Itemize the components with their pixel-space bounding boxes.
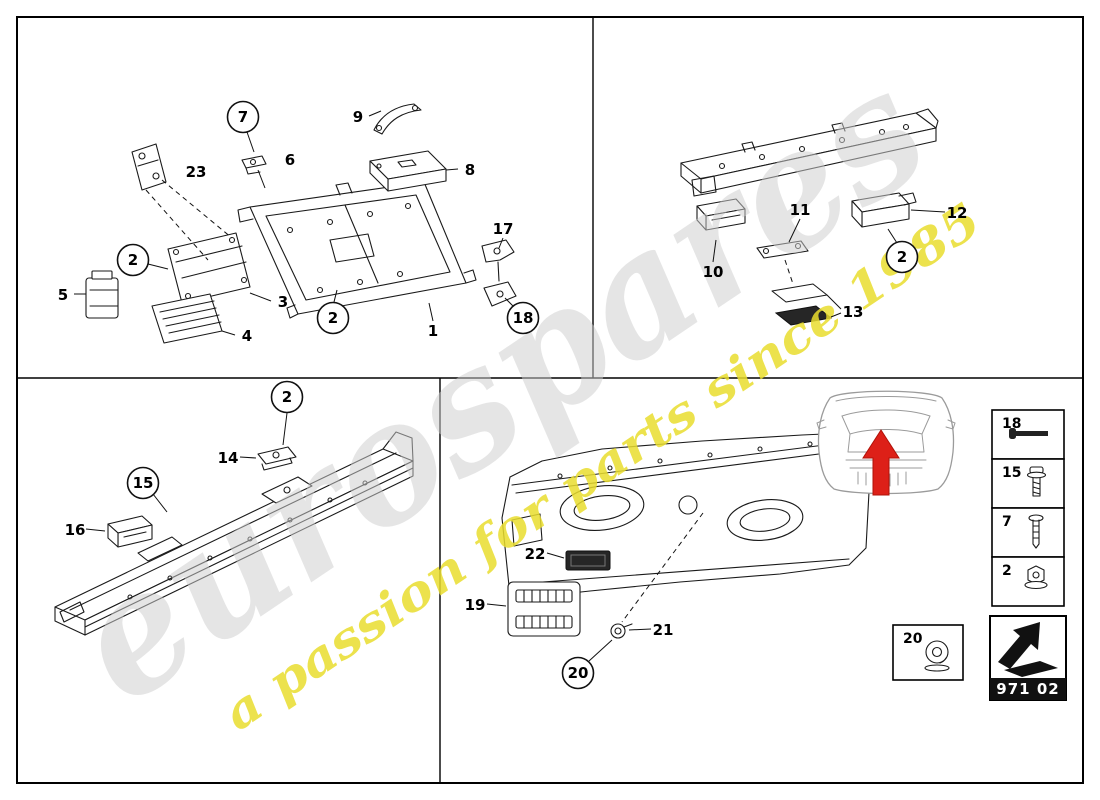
callout-9: 9 bbox=[353, 108, 363, 126]
callout-5: 5 bbox=[58, 286, 68, 304]
callout-19: 19 bbox=[465, 596, 486, 614]
svg-text:5: 5 bbox=[58, 286, 68, 304]
svg-text:4: 4 bbox=[242, 327, 252, 345]
legend-box-2 bbox=[991, 556, 1065, 607]
pin-icon bbox=[1028, 514, 1044, 549]
hardware-box-label: 20 bbox=[903, 631, 923, 647]
diagram-border bbox=[16, 16, 1084, 784]
svg-text:2: 2 bbox=[897, 248, 907, 266]
callout-16: 16 bbox=[65, 521, 86, 539]
part-14-bracket bbox=[257, 446, 297, 471]
callout-7: 7 bbox=[226, 100, 260, 134]
svg-text:8: 8 bbox=[465, 161, 475, 179]
part-19-control-unit bbox=[507, 581, 581, 637]
part-4-control-unit bbox=[151, 293, 223, 344]
callout-2: 2 bbox=[116, 243, 150, 277]
part-6-clamp bbox=[241, 155, 267, 175]
svg-text:15: 15 bbox=[133, 474, 154, 492]
callout-4: 4 bbox=[242, 327, 252, 345]
part-8-control-unit bbox=[369, 150, 447, 192]
legend-label-18: 18 bbox=[1002, 416, 1021, 432]
callout-18: 18 bbox=[506, 301, 540, 335]
part-11-bracket bbox=[756, 240, 809, 259]
callout-2: 2 bbox=[885, 240, 919, 274]
part-21-grommet bbox=[610, 623, 633, 639]
callout-23: 23 bbox=[186, 163, 207, 181]
part-9-bracket bbox=[373, 103, 422, 135]
diagram-code: 971 02 bbox=[996, 680, 1059, 698]
svg-text:7: 7 bbox=[238, 108, 248, 126]
svg-text:16: 16 bbox=[65, 521, 86, 539]
svg-text:12: 12 bbox=[947, 204, 968, 222]
callout-2: 2 bbox=[316, 301, 350, 335]
hardware-box-20: 20 bbox=[892, 624, 964, 681]
diagram-code-box: 971 02 bbox=[989, 615, 1067, 701]
part-13-plates bbox=[771, 283, 833, 326]
part-sill-member bbox=[54, 431, 414, 636]
svg-text:9: 9 bbox=[353, 108, 363, 126]
callout-22: 22 bbox=[525, 545, 546, 563]
rivet-icon bbox=[1009, 428, 1048, 439]
callout-13: 13 bbox=[843, 303, 864, 321]
legend-box-7 bbox=[991, 507, 1065, 558]
part-1-mounting-frame bbox=[237, 181, 477, 319]
code-bar bbox=[990, 678, 1066, 700]
callout-15: 15 bbox=[126, 466, 160, 500]
watermark-brand: eurospares bbox=[38, 31, 959, 740]
callout-2: 2 bbox=[270, 380, 304, 414]
callout-21: 21 bbox=[653, 621, 674, 639]
callout-17: 17 bbox=[493, 220, 514, 238]
part-22-plate bbox=[565, 550, 611, 571]
svg-text:19: 19 bbox=[465, 596, 486, 614]
callout-8: 8 bbox=[465, 161, 475, 179]
svg-text:14: 14 bbox=[218, 449, 239, 467]
callout-10: 10 bbox=[703, 263, 724, 281]
svg-text:22: 22 bbox=[525, 545, 546, 563]
svg-text:2: 2 bbox=[328, 309, 338, 327]
part-cross-member bbox=[680, 108, 939, 197]
callout-1: 1 bbox=[428, 322, 438, 340]
screw-icon bbox=[1026, 466, 1047, 497]
direction-arrow-icon bbox=[998, 622, 1058, 677]
part-16-module bbox=[107, 515, 153, 548]
location-arrow bbox=[862, 429, 900, 496]
part-12-module bbox=[851, 192, 917, 228]
callout-20: 20 bbox=[561, 656, 595, 690]
svg-text:21: 21 bbox=[653, 621, 674, 639]
legend-label-7: 7 bbox=[1002, 514, 1012, 530]
svg-text:3: 3 bbox=[278, 293, 288, 311]
svg-text:18: 18 bbox=[513, 309, 534, 327]
svg-text:10: 10 bbox=[703, 263, 724, 281]
svg-text:13: 13 bbox=[843, 303, 864, 321]
svg-text:1: 1 bbox=[428, 322, 438, 340]
part-5-module bbox=[85, 270, 119, 319]
callout-11: 11 bbox=[790, 201, 811, 219]
svg-text:23: 23 bbox=[186, 163, 207, 181]
svg-text:20: 20 bbox=[568, 664, 589, 682]
svg-text:11: 11 bbox=[790, 201, 811, 219]
callout-6: 6 bbox=[285, 151, 295, 169]
legend-box-15 bbox=[991, 458, 1065, 509]
part-3-bracket-frame bbox=[167, 232, 251, 304]
part-10-module bbox=[696, 198, 746, 231]
callout-3: 3 bbox=[278, 293, 288, 311]
fastener-legend: 18 15 7 2 bbox=[991, 409, 1065, 607]
callout-14: 14 bbox=[218, 449, 239, 467]
legend-label-2: 2 bbox=[1002, 563, 1012, 579]
legend-label-15: 15 bbox=[1002, 465, 1021, 481]
flange-nut-icon bbox=[1024, 565, 1048, 590]
leader-lines bbox=[74, 110, 946, 662]
svg-text:2: 2 bbox=[282, 388, 292, 406]
callout-12: 12 bbox=[947, 204, 968, 222]
svg-text:6: 6 bbox=[285, 151, 295, 169]
svg-text:17: 17 bbox=[493, 220, 514, 238]
round-nut-icon bbox=[924, 640, 950, 672]
svg-text:2: 2 bbox=[128, 251, 138, 269]
part-23-plate bbox=[131, 143, 167, 191]
